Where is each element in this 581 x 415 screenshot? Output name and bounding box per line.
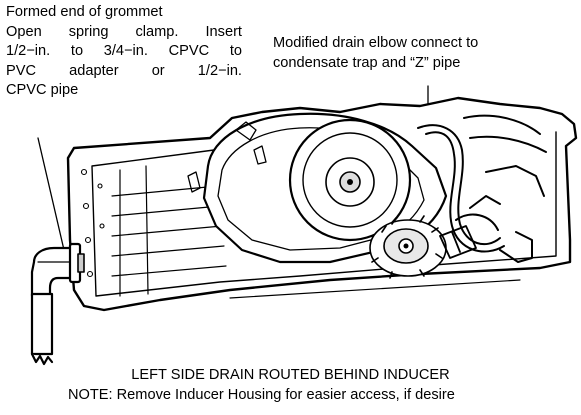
callout-clamp-line: Open spring clamp. Insert <box>6 23 242 40</box>
callout-pipe-line: CPVC pipe <box>6 82 79 98</box>
callout-cpvc-size-line: 1/2−in. to 3/4−in. CPVC to <box>6 43 242 59</box>
drain-pipe <box>30 292 54 366</box>
figure-caption: LEFT SIDE DRAIN ROUTED BEHIND INDUCER NO… <box>0 366 581 405</box>
inducer-motor-inner <box>325 157 375 207</box>
panel-holes <box>80 168 105 278</box>
callout-grommet-line: Formed end of grommet <box>6 4 163 20</box>
cabinet-inner-edge <box>91 131 557 297</box>
tube-coupling <box>439 225 477 259</box>
leader-line-left <box>37 137 65 251</box>
callout-trap-line: condensate trap and “Z” pipe <box>273 54 461 71</box>
inducer-motor-mid <box>302 132 398 228</box>
caption-note: NOTE: Remove Inducer Housing for easier … <box>68 386 455 403</box>
shelf-rails <box>111 165 521 299</box>
hose-assembly <box>417 114 547 263</box>
callout-grommet-clamp: Formed end of grommet Open spring clamp.… <box>6 3 242 101</box>
callout-drain-elbow: Modified drain elbow connect to condensa… <box>273 34 478 73</box>
callout-elbow-line: Modified drain elbow connect to <box>273 35 479 51</box>
callout-adapter-line: PVC adapter or 1/2−in. <box>6 62 242 79</box>
caption-title: LEFT SIDE DRAIN ROUTED BEHIND INDUCER <box>131 367 450 383</box>
mounting-tabs <box>187 121 267 193</box>
inducer-motor-shaft <box>347 179 353 185</box>
grommet <box>77 253 85 273</box>
pressure-switch <box>369 215 447 279</box>
